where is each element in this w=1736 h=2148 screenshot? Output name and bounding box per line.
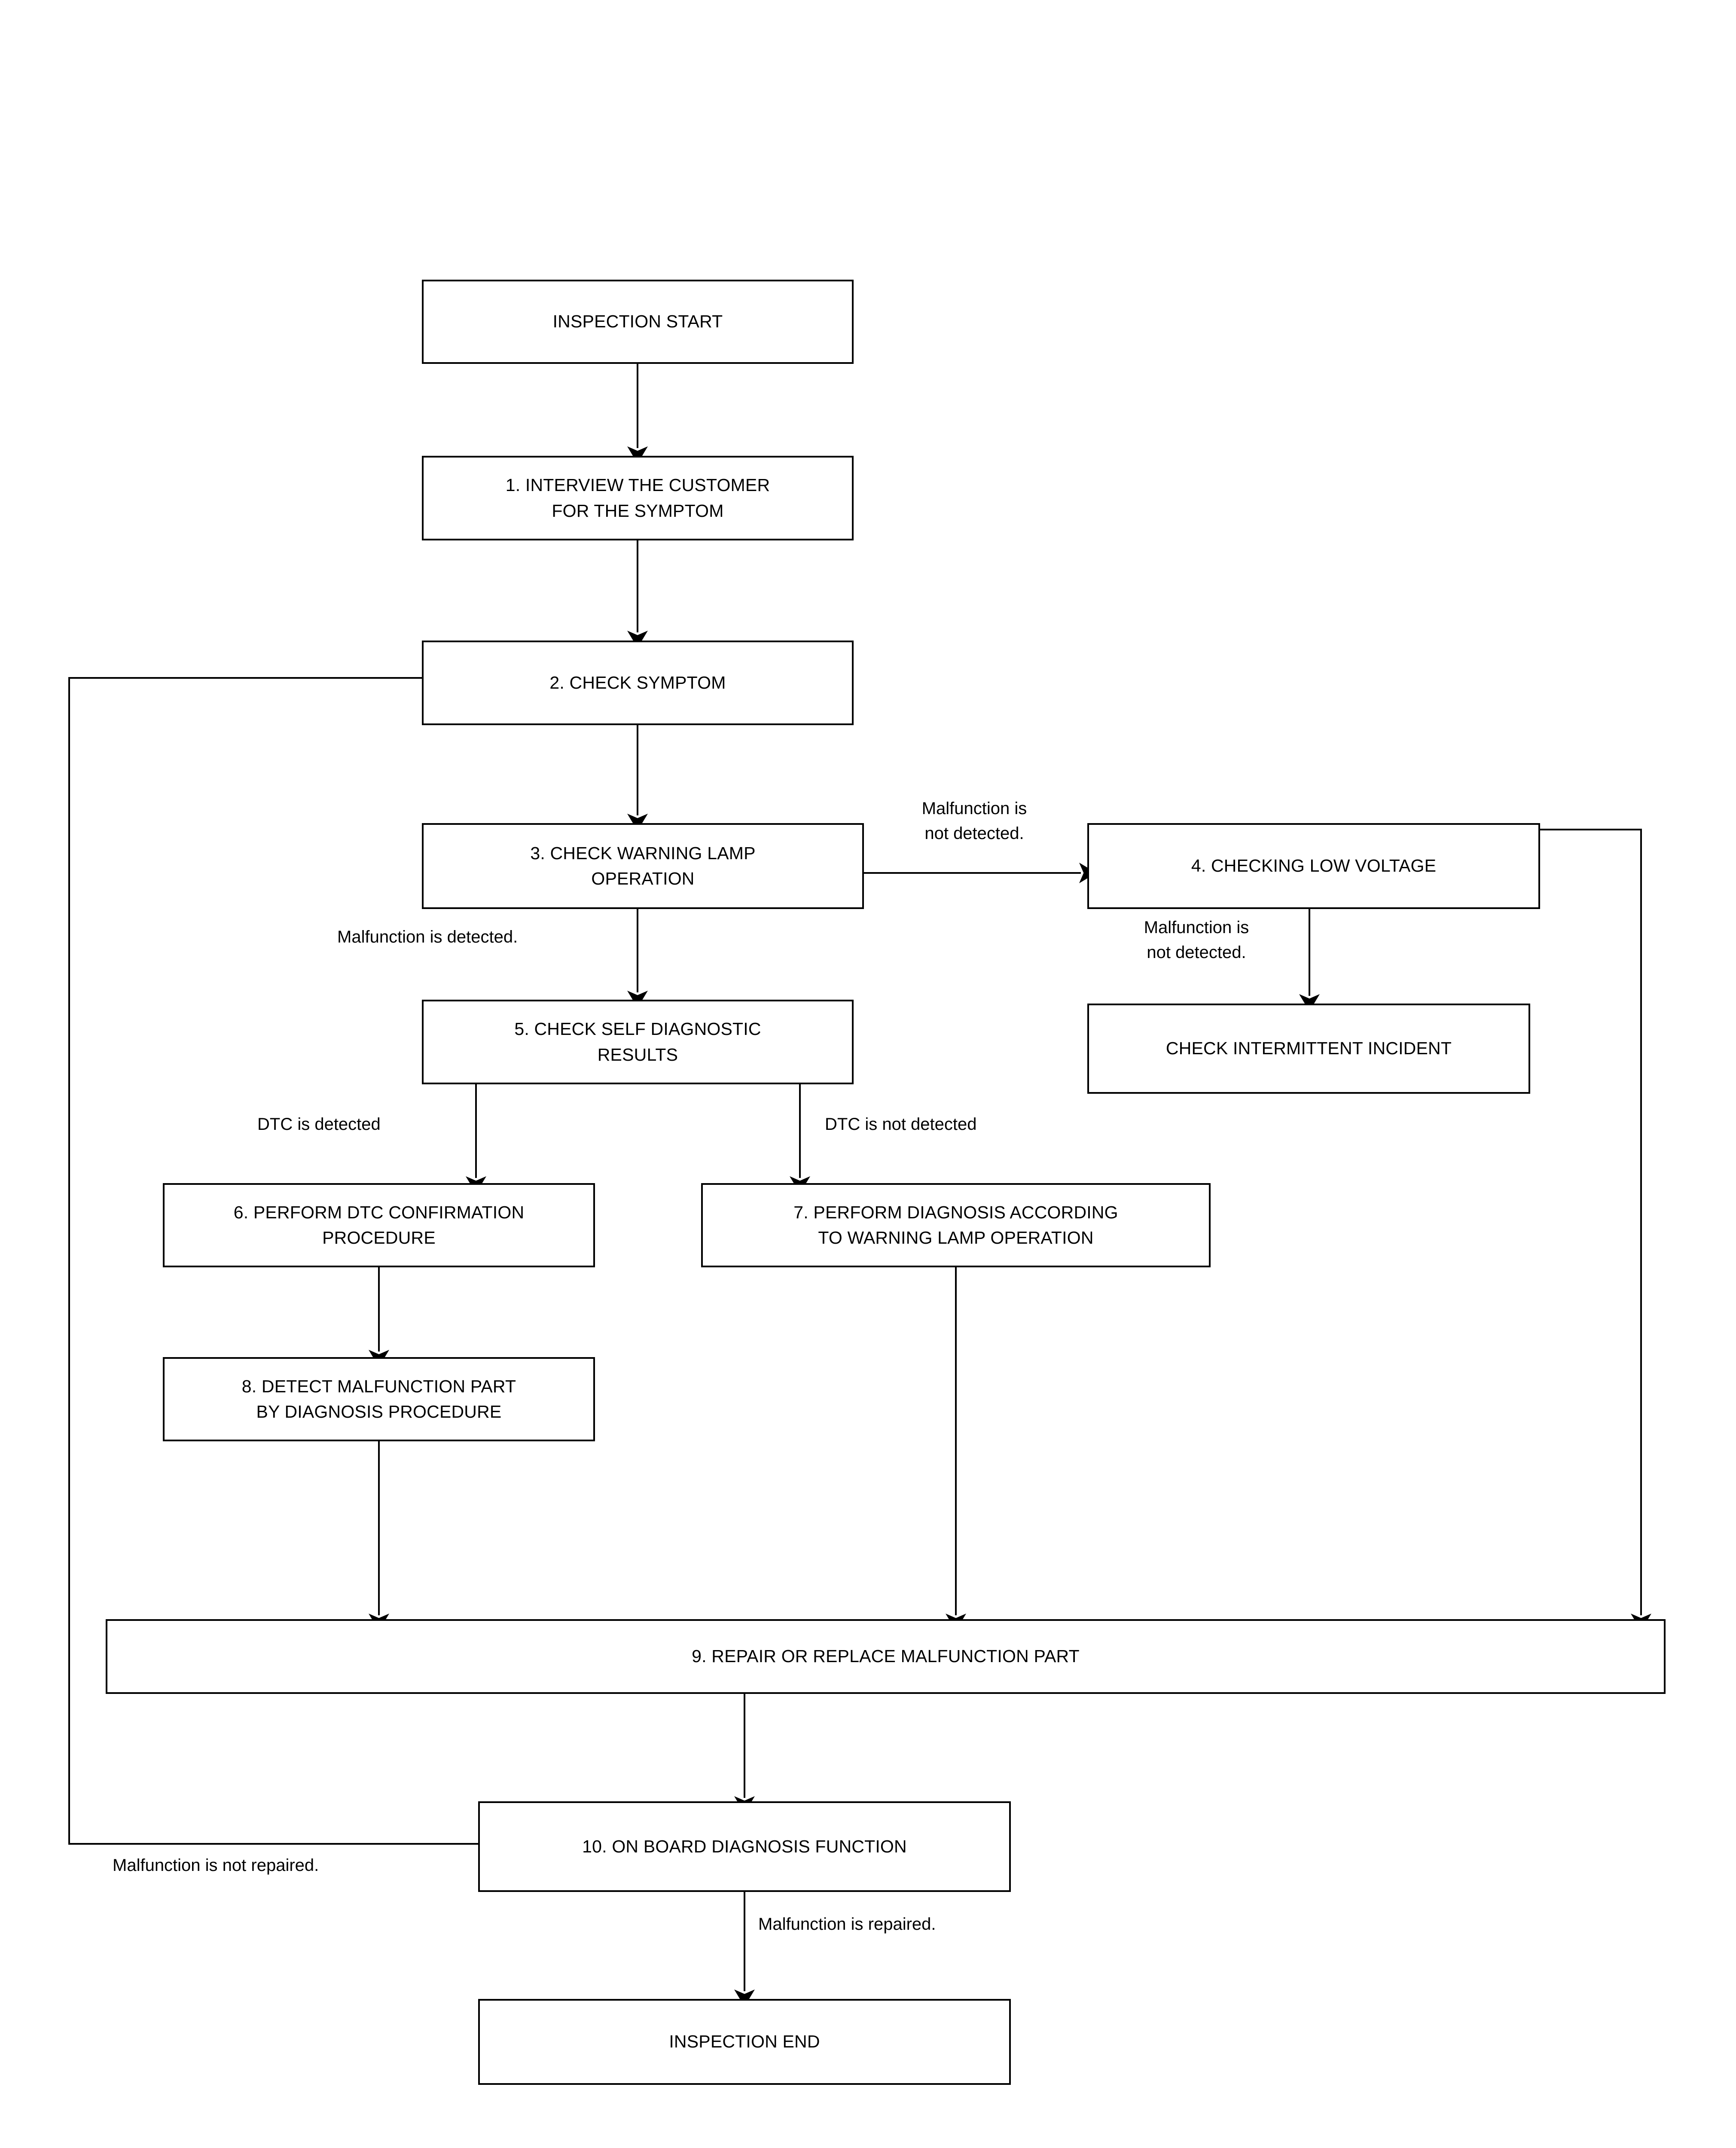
node-step-9-repair-or-replace[interactable]: 9. REPAIR OR REPLACE MALFUNCTION PART: [106, 1619, 1666, 1694]
node-step-4-checking-low-voltage[interactable]: 4. CHECKING LOW VOLTAGE: [1087, 823, 1540, 909]
node-step-5-check-self-diagnostic-results[interactable]: 5. CHECK SELF DIAGNOSTIC RESULTS: [422, 1000, 854, 1084]
edge-label-3-to-4: Malfunction is not detected.: [921, 799, 1027, 843]
edge-label-5-to-7: DTC is not detected: [825, 1115, 977, 1134]
node-inspection-start[interactable]: INSPECTION START: [422, 280, 854, 364]
node-step-10-on-board-diagnosis[interactable]: 10. ON BOARD DIAGNOSIS FUNCTION: [478, 1801, 1011, 1892]
edge-label-5-to-6: DTC is detected: [257, 1115, 381, 1134]
connector-10-to-2-loop: [68, 668, 642, 1845]
edge-label-4-to-intermittent: Malfunction is not detected.: [1144, 918, 1249, 962]
node-step-1-interview-customer[interactable]: 1. INTERVIEW THE CUSTOMER FOR THE SYMPTO…: [422, 456, 854, 540]
node-step-8-detect-malfunction-part[interactable]: 8. DETECT MALFUNCTION PART BY DIAGNOSIS …: [163, 1357, 595, 1441]
edge-label-10-malfunction-not-repaired: Malfunction is not repaired.: [113, 1856, 319, 1875]
node-step-2-check-symptom[interactable]: 2. CHECK SYMPTOM: [422, 641, 854, 725]
connector-4-to-9: [1540, 829, 1651, 1631]
edge-label-10-malfunction-repaired: Malfunction is repaired.: [758, 1915, 936, 1934]
node-step-6-perform-dtc-confirmation[interactable]: 6. PERFORM DTC CONFIRMATION PROCEDURE: [163, 1183, 595, 1267]
node-check-intermittent-incident[interactable]: CHECK INTERMITTENT INCIDENT: [1087, 1004, 1530, 1094]
node-inspection-end[interactable]: INSPECTION END: [478, 1999, 1011, 2085]
edge-label-3-to-5: Malfunction is detected.: [337, 928, 518, 946]
node-step-3-check-warning-lamp[interactable]: 3. CHECK WARNING LAMP OPERATION: [422, 823, 864, 909]
node-step-7-perform-diagnosis[interactable]: 7. PERFORM DIAGNOSIS ACCORDING TO WARNIN…: [701, 1183, 1211, 1267]
